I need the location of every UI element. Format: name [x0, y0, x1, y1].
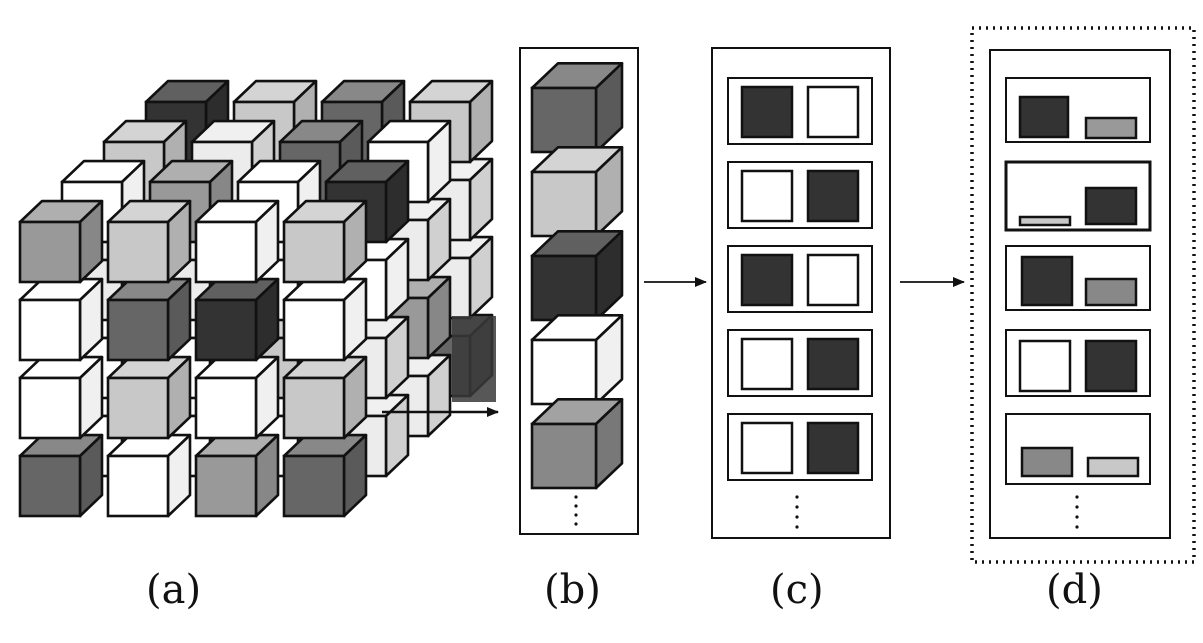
ellipsis-dot [574, 522, 578, 526]
pair-square-right [806, 169, 860, 223]
panel-c-square-pairs [711, 47, 891, 539]
ellipsis-dot [1075, 495, 1079, 499]
panel-a-cube-block [18, 79, 496, 518]
pair-rect-right [1084, 186, 1138, 226]
cube-front-face [530, 86, 598, 154]
cube-front-face [106, 298, 170, 362]
pair-c-1 [727, 77, 873, 145]
pair-square-right [806, 85, 860, 139]
ellipsis-dot [795, 525, 799, 529]
cube-front-face [530, 422, 598, 490]
pair-rect-left [1020, 446, 1074, 478]
pair-square-left [740, 169, 794, 223]
ellipsis-dot [574, 504, 578, 508]
pair-rect-right [1086, 456, 1140, 478]
fiber-cube-3 [530, 230, 624, 322]
cube-front-face [282, 454, 346, 518]
pair-rect-left [1018, 339, 1072, 393]
pair-rect-left [1018, 95, 1070, 139]
cube-front-face [530, 338, 598, 406]
pair-square-left [740, 337, 794, 391]
cube-l0-r0-c0 [18, 199, 104, 284]
cube-l0-r0-c3 [282, 199, 368, 284]
ellipsis-dot [795, 515, 799, 519]
cube-front-face [530, 170, 598, 238]
ellipsis-dot [1075, 515, 1079, 519]
pair-rect-right [1084, 339, 1138, 393]
pair-rect-left [1018, 215, 1072, 227]
ellipsis-dot [1075, 525, 1079, 529]
fiber-cube-4 [530, 313, 624, 406]
ellipsis-dot [574, 495, 578, 499]
cube-l0-r3-c1 [106, 433, 192, 518]
ellipsis-dot [1075, 505, 1079, 509]
pair-c-2 [727, 161, 873, 229]
pair-d-1 [1005, 77, 1151, 143]
pair-c-5 [727, 413, 873, 481]
pair-c-4 [727, 329, 873, 397]
cube-front-face [194, 376, 258, 440]
cube-front-face [18, 220, 82, 284]
pair-rect-right [1084, 277, 1138, 307]
cube-l0-r1-c3 [282, 277, 368, 362]
cube-front-face [18, 376, 82, 440]
cube-front-face [106, 220, 170, 284]
cube-l0-r2-c0 [18, 355, 104, 440]
cube-front-face [18, 454, 82, 518]
cube-front-face [106, 454, 170, 518]
highlighted-fiber-shadow [452, 316, 496, 402]
cube-l0-r3-c3 [282, 433, 368, 518]
pair-rect-right [1084, 116, 1138, 140]
cube-l0-r1-c0 [18, 277, 104, 362]
pair-square-right [806, 337, 860, 391]
ellipsis-dot [795, 495, 799, 499]
fiber-cube-2 [530, 146, 624, 238]
ellipsis-dot [795, 505, 799, 509]
ellipsis-dot [574, 513, 578, 517]
cube-l0-r0-c2 [194, 199, 280, 284]
pair-square-left [740, 421, 794, 475]
cube-l0-r1-c2 [194, 277, 280, 362]
pair-square-left [740, 85, 794, 139]
cube-l0-r2-c3 [282, 355, 368, 440]
cube-front-face [194, 454, 258, 518]
cube-front-face [282, 298, 346, 362]
pair-rect-left [1020, 255, 1074, 307]
pair-square-right [806, 253, 860, 307]
pair-c-3 [727, 245, 873, 313]
panel-d-weighted-pairs [970, 26, 1196, 564]
cube-l0-r2-c2 [194, 355, 280, 440]
cube-l0-r2-c1 [106, 355, 192, 440]
cube-front-face [194, 220, 258, 284]
cube-front-face [282, 220, 346, 284]
cube-front-face [282, 376, 346, 440]
pair-d-2 [1004, 160, 1152, 232]
cube-l0-r1-c1 [106, 277, 192, 362]
pair-square-left [740, 253, 794, 307]
pair-square-right [806, 421, 860, 475]
fiber-cube-1 [530, 61, 624, 154]
pair-d-5 [1005, 413, 1151, 485]
cube-l0-r3-c2 [194, 433, 280, 518]
pair-d-3 [1005, 245, 1151, 311]
fiber-cube-5 [530, 397, 624, 490]
cube-l0-r3-c0 [18, 433, 104, 518]
pair-d-4 [1005, 329, 1151, 397]
cube-front-face [106, 376, 170, 440]
cube-front-face [194, 298, 258, 362]
cube-l0-r0-c1 [106, 199, 192, 284]
cube-front-face [18, 298, 82, 362]
cube-front-face [530, 254, 598, 322]
panel-b-cube-fiber [519, 47, 639, 535]
